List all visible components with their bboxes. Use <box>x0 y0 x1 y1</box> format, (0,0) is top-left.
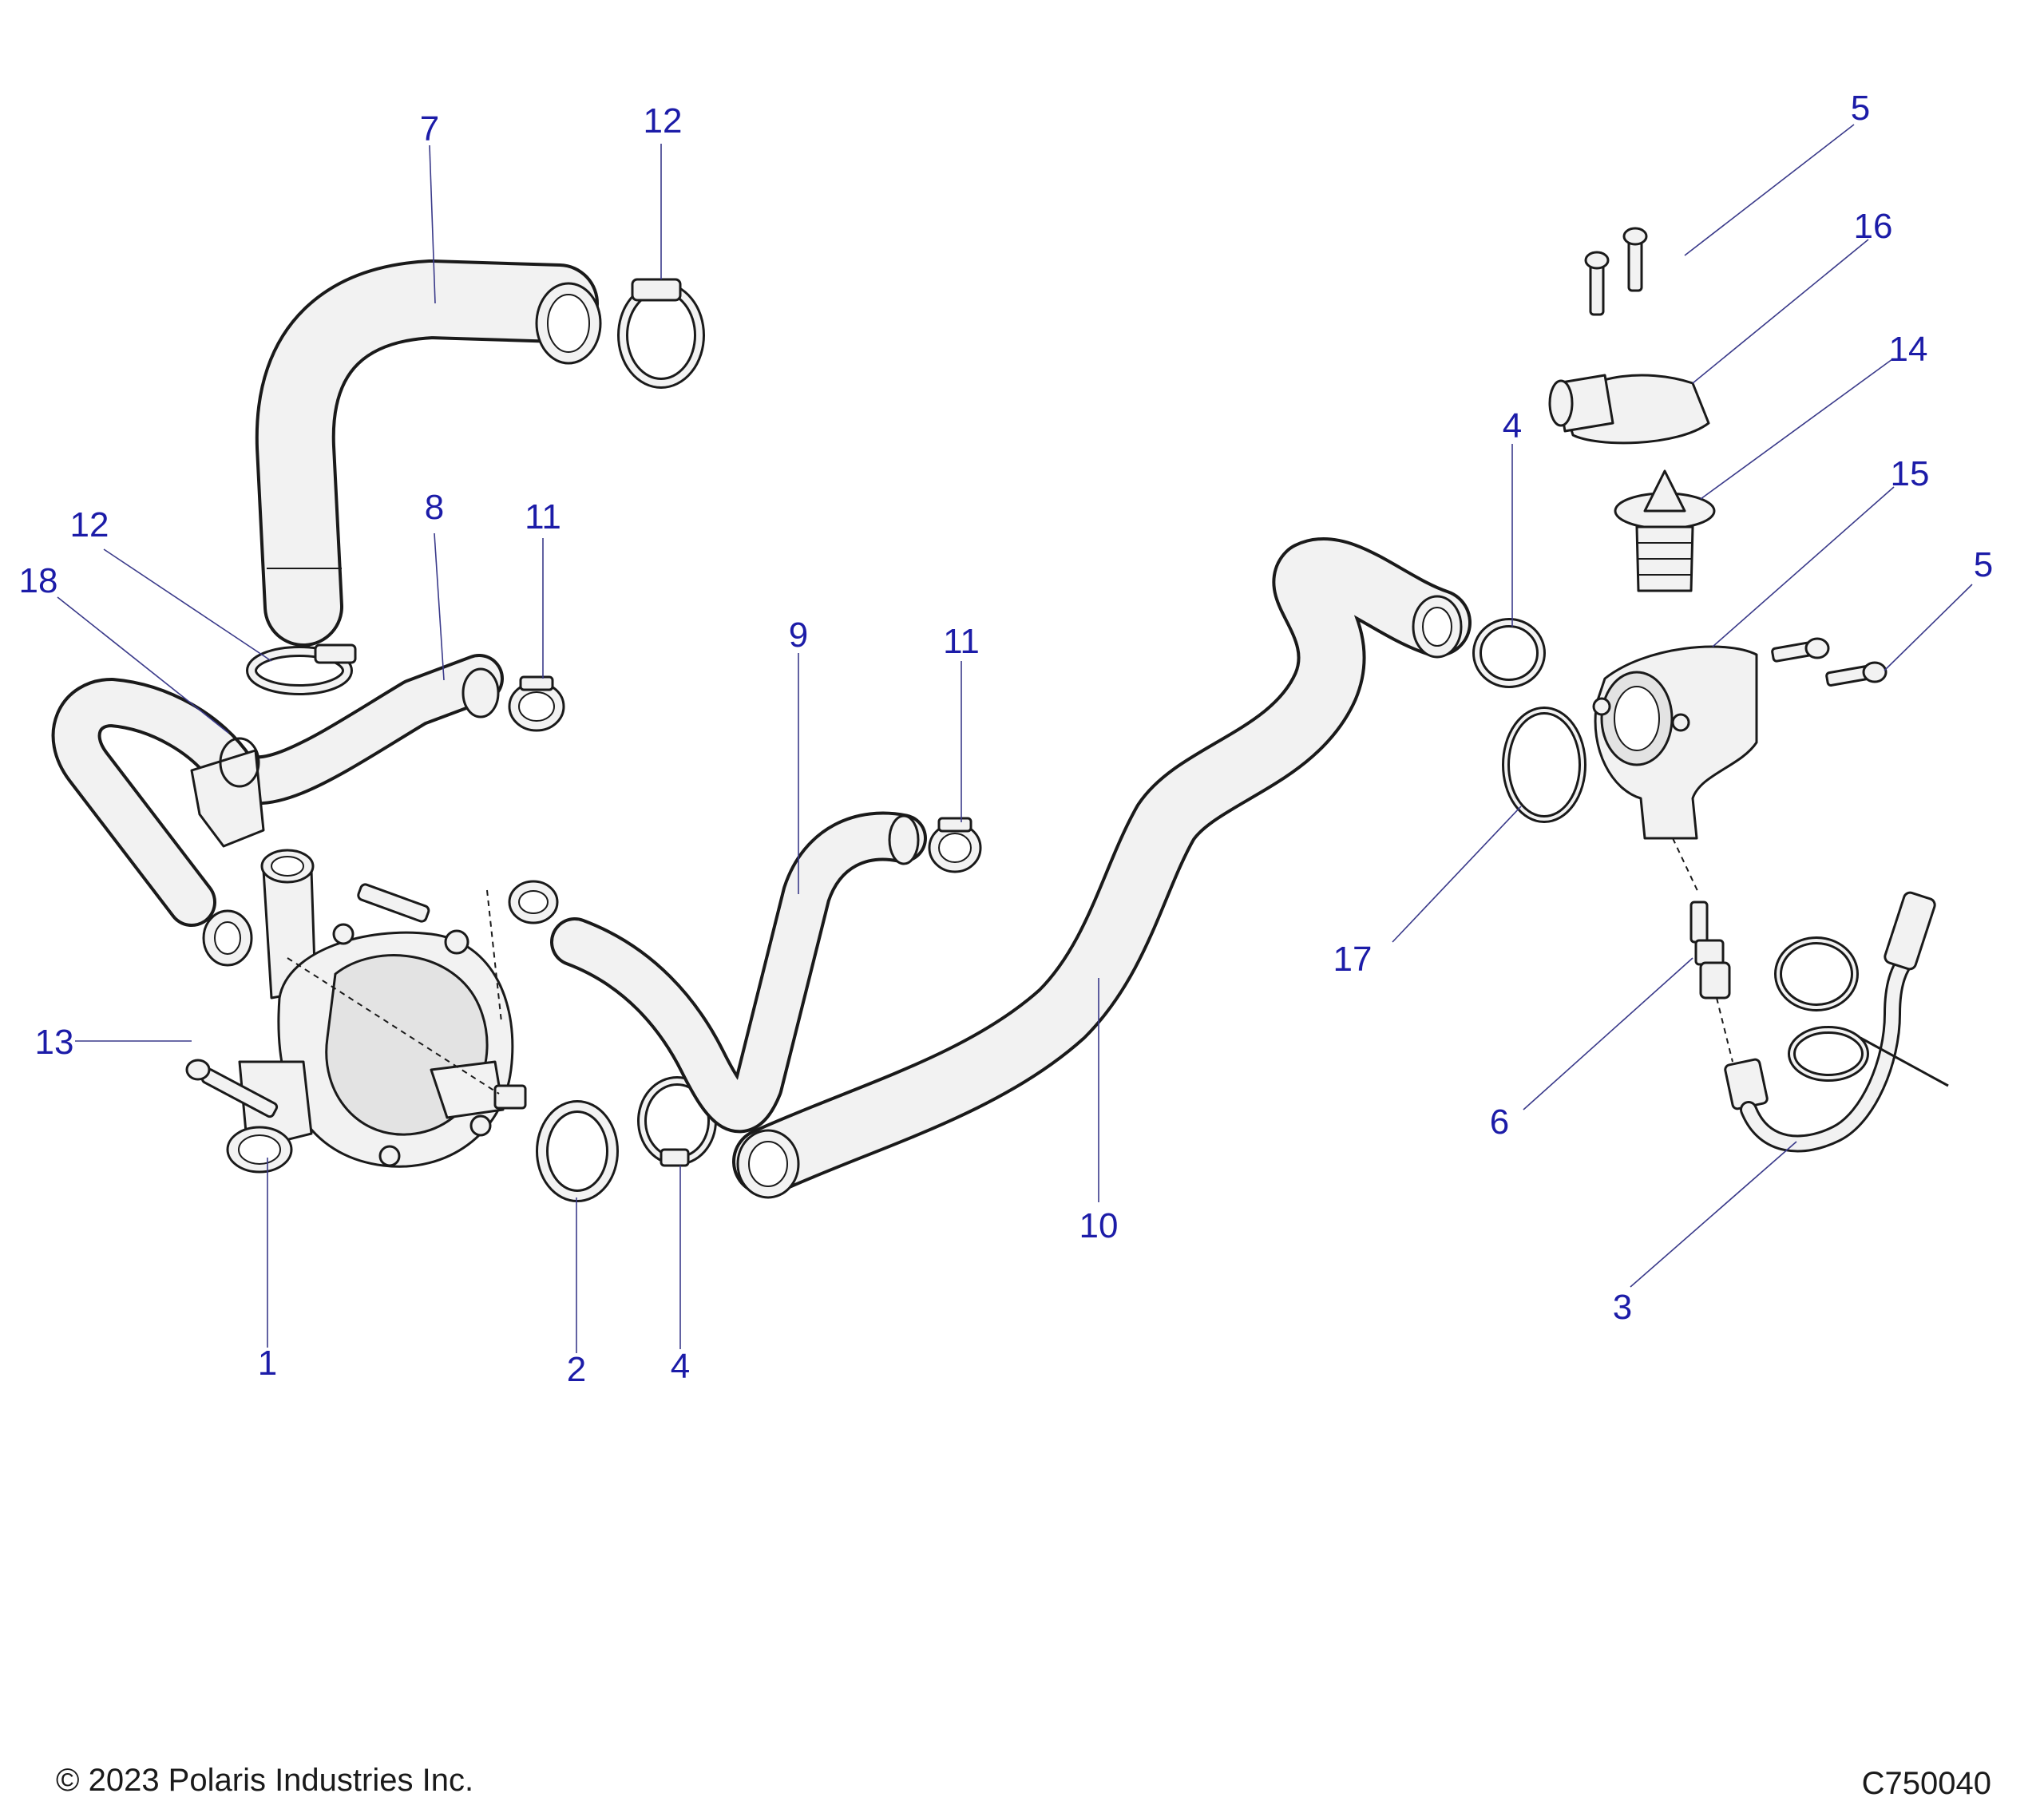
callout-2: 2 <box>567 1350 586 1389</box>
callout-12-left: 12 <box>70 505 109 544</box>
callout-10: 10 <box>1079 1206 1119 1245</box>
callout-12-top: 12 <box>644 101 683 141</box>
hose-coupler <box>202 909 253 967</box>
hose-clamp-11-right <box>928 817 982 873</box>
callout-14: 14 <box>1889 330 1928 369</box>
callout-17: 17 <box>1333 940 1373 979</box>
callout-7: 7 <box>420 109 439 148</box>
callout-11-right: 11 <box>943 622 980 661</box>
callout-16: 16 <box>1854 207 1893 246</box>
callout-8: 8 <box>425 488 444 527</box>
bolt-5-top-a <box>1584 251 1610 316</box>
wire-harness-3 <box>1724 891 1949 1153</box>
hose-clamp-11-left <box>508 675 565 732</box>
hose-clip-18 <box>190 737 265 848</box>
callout-5-top: 5 <box>1851 89 1870 128</box>
callout-11-left: 11 <box>525 497 561 536</box>
callout-labels: 7 12 12 18 8 11 9 11 13 1 2 4 10 4 17 6 … <box>19 89 1994 1389</box>
copyright-notice: © 2023 Polaris Industries Inc. <box>56 1763 474 1798</box>
seal-ring-2 <box>536 1100 619 1202</box>
bolt-5-right-a <box>1771 637 1830 663</box>
bolt-5-top-b <box>1622 227 1648 292</box>
callout-13: 13 <box>35 1023 74 1062</box>
callout-6: 6 <box>1490 1102 1509 1142</box>
thermostat-14 <box>1614 469 1716 592</box>
hose-clamp-4-upper <box>1472 618 1546 688</box>
hose-clamp-12-lower <box>246 643 357 695</box>
hose-clamp-small <box>486 880 559 1023</box>
bolt-13 <box>185 1059 279 1118</box>
callout-3: 3 <box>1613 1288 1632 1327</box>
callout-18: 18 <box>19 561 58 600</box>
leader-lines <box>57 124 1973 1353</box>
callout-4-top: 4 <box>1503 406 1522 445</box>
temperature-sensor-6 <box>1689 901 1733 1063</box>
callout-4-bottom: 4 <box>671 1347 690 1386</box>
thermostat-housing-15 <box>1592 645 1758 895</box>
bolt-5-right-b <box>1825 661 1888 687</box>
water-pump-1 <box>226 849 527 1174</box>
callout-15: 15 <box>1891 454 1930 493</box>
callout-5-right: 5 <box>1974 545 1993 584</box>
hose-9 <box>550 811 927 1133</box>
hose-clamp-12-upper <box>617 278 705 389</box>
hose-7 <box>255 259 602 647</box>
hose-10 <box>732 537 1472 1199</box>
o-ring-17 <box>1502 707 1586 823</box>
callout-9: 9 <box>789 616 808 655</box>
hose-8 <box>51 654 504 927</box>
thermostat-cover-16 <box>1548 374 1710 445</box>
drawing-number: C750040 <box>1861 1766 1991 1801</box>
callout-1: 1 <box>258 1344 277 1383</box>
